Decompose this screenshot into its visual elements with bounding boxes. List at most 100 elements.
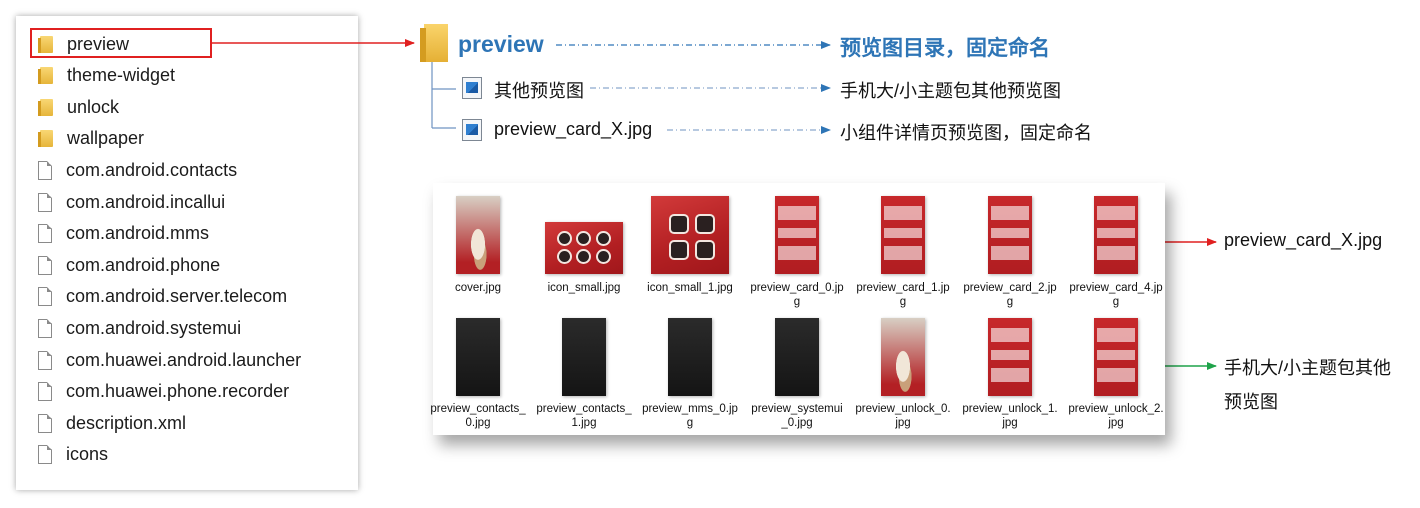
file-item-preview[interactable]: preview (38, 30, 129, 58)
card-block (991, 328, 1029, 342)
file-explorer-panel (16, 16, 358, 490)
file-item-label: icons (66, 444, 109, 465)
thumbnail-caption: preview_unlock_2.jpg (1068, 403, 1164, 429)
image-file-icon (462, 119, 482, 141)
legend-card: preview_card_X.jpg (1224, 230, 1383, 250)
card-block (1097, 350, 1135, 360)
folder-icon (38, 98, 53, 116)
folder-icon (38, 67, 53, 85)
card-block (884, 206, 922, 220)
app-icon (597, 250, 609, 262)
icons-thumbnail-image (545, 222, 623, 274)
card-block (991, 206, 1029, 220)
card-block (1097, 228, 1135, 238)
folder-icon (38, 130, 53, 148)
file-item-label: preview (67, 33, 130, 54)
legend-other-line2: 预览图 (1224, 392, 1278, 412)
file-icon (38, 350, 52, 370)
file-item-com-huawei-phone-recorder[interactable]: com.huawei.phone.recorder (38, 378, 289, 406)
card-block (1097, 328, 1135, 342)
app-icon (671, 242, 687, 258)
file-item-label: theme-widget (67, 65, 176, 86)
legend-other-line1: 手机大/小主题包其他 (1224, 358, 1392, 378)
file-item-label: com.android.incallui (66, 191, 226, 212)
file-item-label: com.huawei.phone.recorder (66, 381, 290, 402)
file-icon (38, 224, 52, 244)
card-thumbnail-image (775, 196, 819, 274)
image-file-icon (462, 77, 482, 99)
app-icon (578, 233, 589, 245)
tree-child-card-label: preview_card_X.jpg (494, 119, 653, 139)
file-item-com-android-server-telecom[interactable]: com.android.server.telecom (38, 283, 287, 311)
file-item-label: com.android.phone (66, 254, 221, 275)
icons-thumbnail-image (651, 196, 729, 274)
file-item-unlock[interactable]: unlock (38, 93, 119, 121)
file-item-label: com.android.systemui (66, 317, 242, 338)
file-item-label: wallpaper (67, 128, 145, 149)
thumbnail-caption: cover.jpg (454, 282, 502, 294)
file-item-label: com.android.contacts (66, 159, 238, 180)
tiger-thumbnail-image (456, 196, 500, 274)
thumbnail-caption: preview_mms_0.jpg (642, 403, 738, 429)
file-item-com-android-incallui[interactable]: com.android.incallui (38, 188, 225, 216)
file-icon (38, 160, 52, 180)
file-item-com-huawei-android-launcher[interactable]: com.huawei.android.launcher (38, 346, 301, 374)
file-item-com-android-mms[interactable]: com.android.mms (38, 220, 209, 248)
card-thumbnail-image (881, 196, 925, 274)
tiger-thumbnail-image (881, 318, 925, 396)
file-icon (38, 445, 52, 465)
dark-screen-thumbnail-image (775, 318, 819, 396)
file-item-wallpaper[interactable]: wallpaper (38, 125, 144, 153)
card-block (991, 246, 1029, 260)
app-icon (558, 250, 570, 262)
file-item-icons[interactable]: icons (38, 441, 108, 469)
app-icon (558, 233, 570, 245)
tree-child-other-description: 手机大/小主题包其他预览图 (840, 81, 1061, 101)
thumbnail-caption: preview_card_0.jpg (750, 282, 844, 308)
app-icon (597, 233, 609, 245)
file-item-description-xml[interactable]: description.xml (38, 409, 186, 437)
file-icon (38, 255, 52, 275)
dark-screen-thumbnail-image (668, 318, 712, 396)
tree-root-label: preview (458, 31, 544, 57)
tree-child-other-label: 其他预览图 (494, 81, 584, 101)
thumbnail-caption: preview_unlock_0.jpg (855, 403, 951, 429)
tree-root-description: 预览图目录，固定命名 (840, 37, 1050, 60)
thumbnail-caption: preview_card_1.jpg (856, 282, 950, 308)
tree-child-card-description: 小组件详情页预览图，固定命名 (840, 123, 1092, 143)
preview-highlight-box (30, 28, 212, 58)
file-icon (38, 287, 52, 307)
card-block (778, 246, 816, 260)
card-block (1097, 368, 1135, 382)
thumbnail-caption: preview_contacts_0.jpg (430, 403, 526, 429)
folder-icon (38, 35, 53, 53)
thumbnail-caption: preview_contacts_1.jpg (536, 403, 632, 429)
thumbnail-caption: preview_card_2.jpg (963, 282, 1057, 308)
file-icon (38, 382, 52, 402)
thumbnail-caption: icon_small.jpg (547, 282, 621, 294)
file-item-theme-widget[interactable]: theme-widget (38, 62, 175, 90)
file-item-label: unlock (67, 96, 120, 117)
thumbnail-caption: preview_card_4.jpg (1069, 282, 1163, 308)
thumbnail-caption: preview_systemui_0.jpg (751, 403, 843, 429)
card-block (1097, 246, 1135, 260)
card-block (1097, 206, 1135, 220)
dark-screen-thumbnail-image (562, 318, 606, 396)
card-block (778, 228, 816, 238)
card-block (991, 350, 1029, 360)
file-item-com-android-contacts[interactable]: com.android.contacts (38, 156, 237, 184)
folder-icon (420, 24, 448, 62)
dark-screen-thumbnail-image (456, 318, 500, 396)
thumbnail-caption: icon_small_1.jpg (647, 282, 733, 294)
card-block (991, 368, 1029, 382)
card-thumbnail-image (1094, 318, 1138, 396)
file-item-com-android-phone[interactable]: com.android.phone (38, 251, 220, 279)
card-thumbnail-image (988, 318, 1032, 396)
app-icon (697, 216, 713, 232)
file-item-label: com.huawei.android.launcher (66, 349, 302, 370)
app-icon (671, 216, 687, 232)
file-icon (38, 192, 52, 212)
file-item-com-android-systemui[interactable]: com.android.systemui (38, 314, 241, 342)
tree-branch-lines (431, 62, 456, 129)
file-icon (38, 318, 52, 338)
